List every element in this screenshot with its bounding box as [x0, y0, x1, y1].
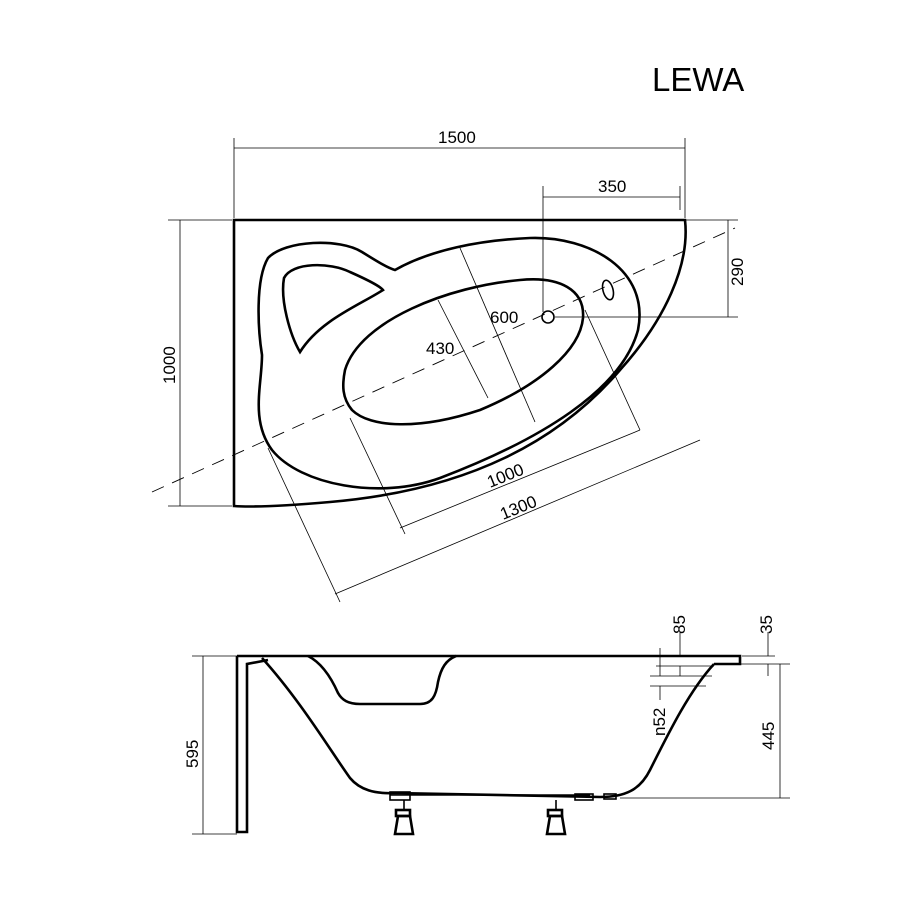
- dim-595-label: 595: [183, 740, 202, 768]
- tub-outer-outline: [232, 218, 687, 508]
- dim-35-label: 35: [757, 615, 776, 634]
- dim-1300-line: [334, 439, 701, 595]
- basin-outline: [341, 278, 585, 426]
- dim-1500-label: 1500: [438, 128, 476, 147]
- center-axis: [151, 227, 736, 493]
- headrest-recess: [281, 263, 385, 355]
- frame-stud: [603, 793, 617, 800]
- frame-bracket-left: [389, 791, 411, 801]
- dim-85-label: 85: [670, 615, 689, 634]
- foot-left: [393, 800, 415, 836]
- dim-1000d-ext-left: [349, 417, 406, 535]
- dim-290-label: 290: [728, 258, 747, 286]
- dim-1300-ext-left: [267, 447, 341, 603]
- dim-350-label: 350: [598, 177, 626, 196]
- variant-title: LEWA: [652, 61, 744, 98]
- dim-430-label: 430: [426, 339, 454, 358]
- overflow-icon: [601, 279, 615, 301]
- tub-body-profile: [261, 657, 715, 799]
- side-view: 595 445 35 85 n52: [183, 615, 790, 836]
- dim-n52-label: n52: [650, 708, 669, 736]
- dim-445-label: 445: [759, 722, 778, 750]
- drain-icon: [541, 310, 555, 324]
- tub-rim: [237, 654, 742, 666]
- dim-1000d-line: [399, 429, 641, 529]
- dim-430-line: [437, 299, 489, 399]
- dim-1000v-label: 1000: [160, 346, 179, 384]
- top-view: 1500 350 290 1000 600 430 1000 1300: [151, 128, 747, 603]
- dim-600-line: [459, 247, 536, 423]
- dim-1300-label: 1300: [497, 492, 539, 524]
- dim-600-label: 600: [490, 308, 518, 327]
- apron-panel: [235, 656, 269, 834]
- frame-bracket-right: [574, 793, 594, 801]
- foot-right: [545, 800, 567, 836]
- headrest-cavity: [307, 654, 457, 706]
- dim-1000d-ext-right: [584, 309, 641, 431]
- tub-rim-outline: [257, 236, 641, 490]
